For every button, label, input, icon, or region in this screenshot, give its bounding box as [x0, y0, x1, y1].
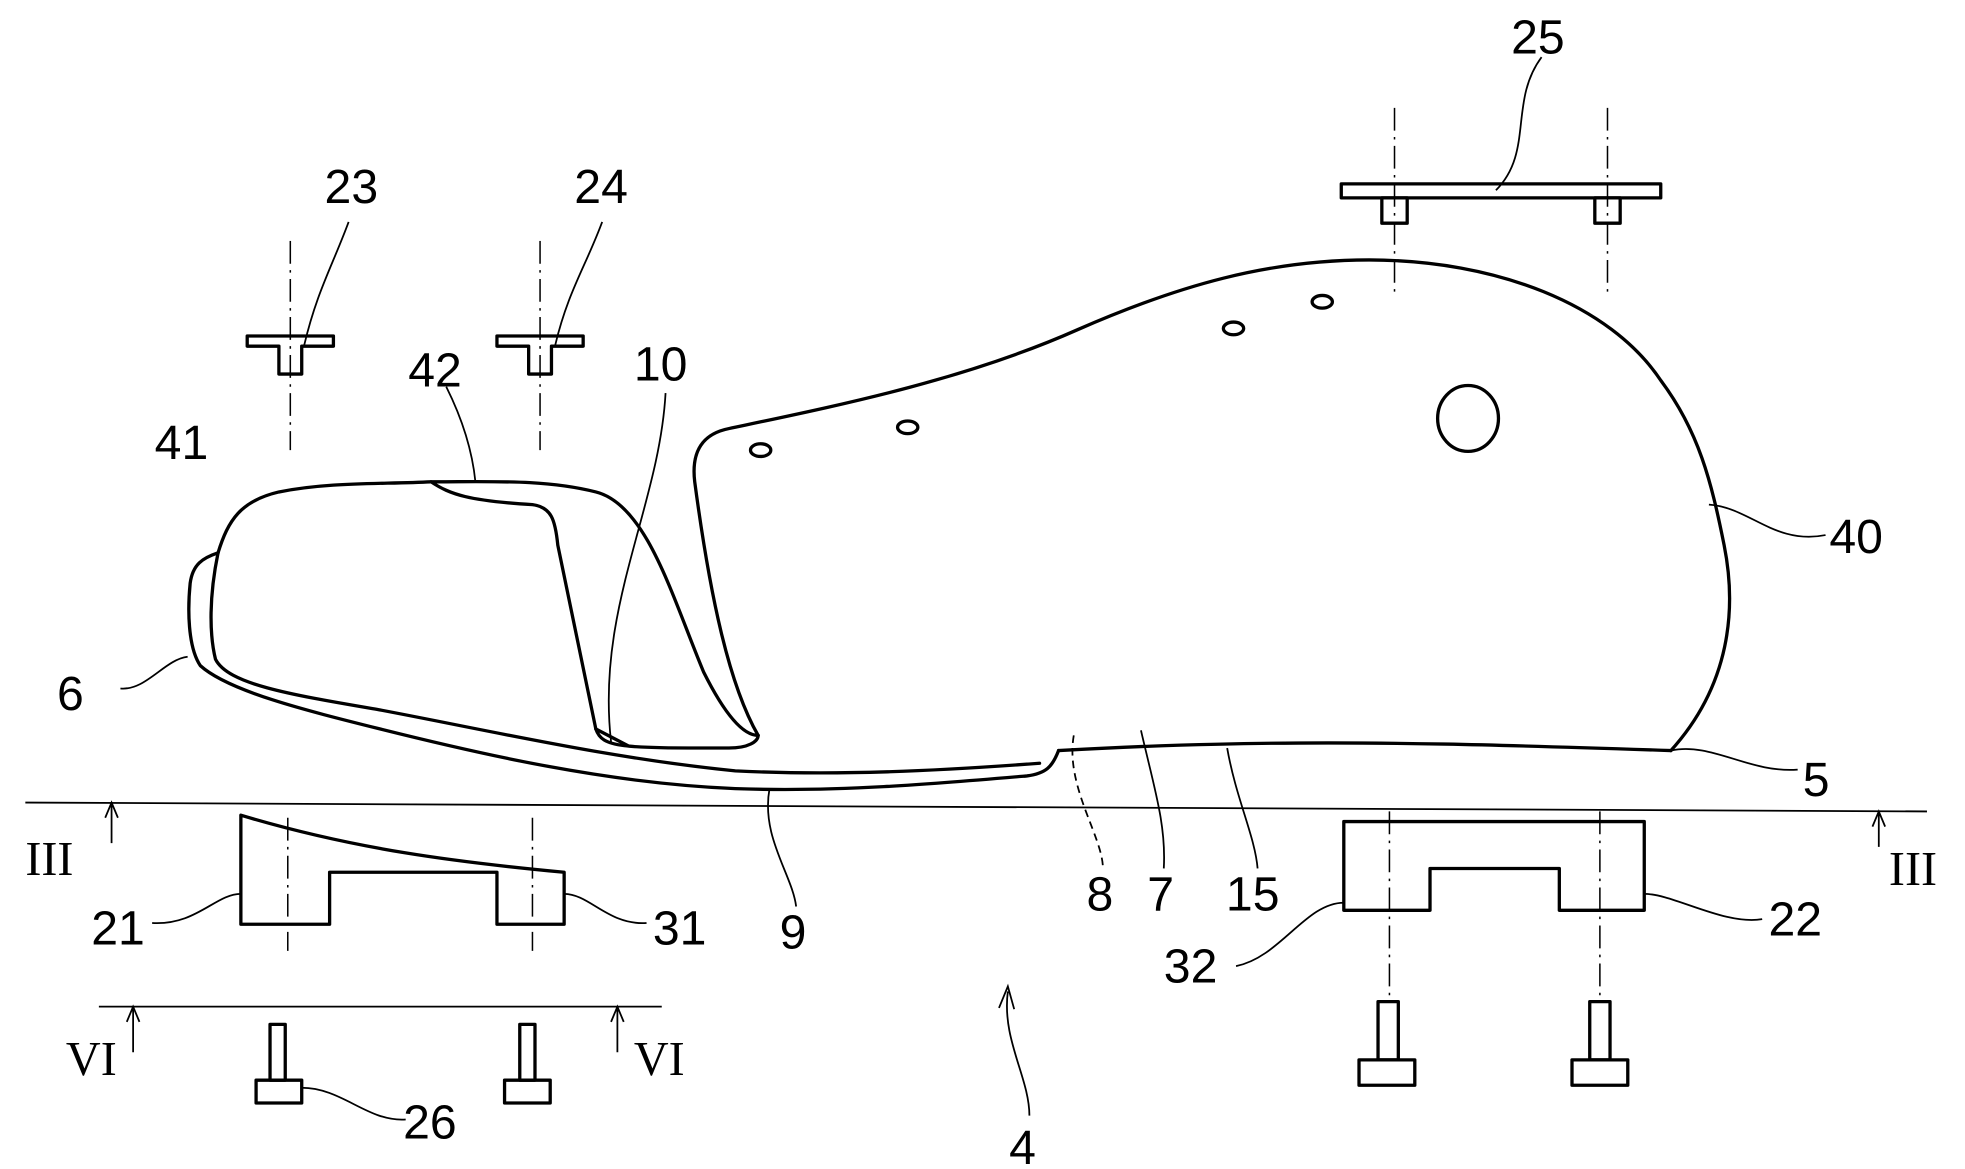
- label-15: 15: [1226, 867, 1280, 921]
- label-6: 6: [57, 667, 84, 721]
- label-9: 9: [780, 905, 807, 959]
- label-26: 26: [403, 1096, 457, 1150]
- arrow-icon: [1871, 809, 1886, 847]
- arrow-icon: [610, 1004, 625, 1053]
- hole: [895, 419, 920, 436]
- part-21: [239, 813, 566, 926]
- part-24: [495, 334, 585, 376]
- screw-large: [1357, 999, 1630, 1087]
- heel-inner: [209, 551, 1042, 775]
- label-8: 8: [1086, 867, 1113, 921]
- screw-26: [254, 1022, 552, 1105]
- label-4: 4: [1009, 1121, 1036, 1169]
- section-label-iii-right: III: [1889, 843, 1937, 896]
- hole: [748, 442, 773, 459]
- label-10: 10: [634, 337, 688, 391]
- large-hole: [1435, 383, 1501, 454]
- hole: [1221, 320, 1246, 337]
- section-line-iii: [25, 801, 1927, 813]
- cap-inner-42: [429, 480, 760, 750]
- label-5: 5: [1803, 753, 1830, 807]
- label-21: 21: [91, 902, 145, 956]
- arrow-icon: [125, 1004, 141, 1053]
- label-25: 25: [1511, 10, 1565, 64]
- section-label-vi-right: VI: [634, 1033, 685, 1086]
- section-label-vi-left: VI: [66, 1033, 117, 1086]
- label-32: 32: [1164, 940, 1218, 994]
- label-42: 42: [408, 344, 462, 398]
- label-24: 24: [574, 160, 628, 214]
- arrow-icon: [104, 800, 119, 844]
- label-41: 41: [155, 416, 209, 470]
- strap-10: [594, 727, 630, 748]
- sole-heel-9: [187, 551, 1061, 792]
- section-label-iii-left: III: [25, 833, 73, 886]
- part-22: [1342, 819, 1646, 912]
- upper-40: [692, 258, 1732, 753]
- label-22: 22: [1769, 893, 1823, 947]
- label-7: 7: [1147, 867, 1174, 921]
- label-23: 23: [325, 160, 379, 214]
- label-31: 31: [653, 902, 707, 956]
- hole: [1310, 293, 1335, 310]
- sole: [1056, 741, 1673, 753]
- heel-cap-41: [216, 479, 760, 738]
- arrow-4: [998, 983, 1031, 1116]
- part-23: [245, 334, 336, 376]
- label-40: 40: [1829, 510, 1883, 564]
